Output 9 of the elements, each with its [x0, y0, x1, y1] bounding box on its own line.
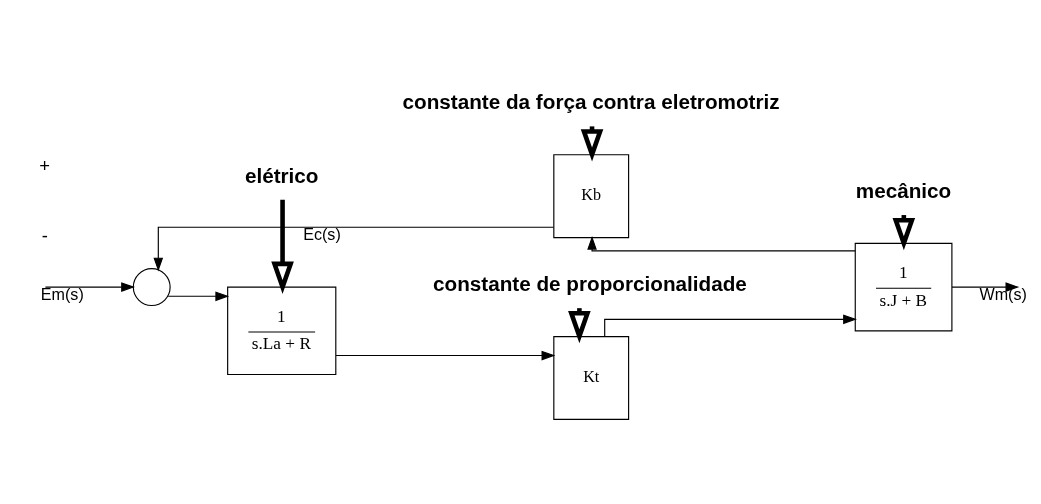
- node-text: constante de proporcionalidade: [433, 272, 747, 295]
- edge-label: Wm(s): [979, 284, 1027, 303]
- node-text: constante da força contra eletromotriz: [402, 90, 780, 114]
- label: -: [41, 224, 48, 246]
- edge-label: Ec(s): [303, 225, 341, 244]
- edge-label: Em(s): [40, 284, 84, 303]
- label: +: [39, 154, 51, 176]
- node-text: mecânico: [855, 178, 952, 202]
- node-text: elétrico: [244, 163, 319, 187]
